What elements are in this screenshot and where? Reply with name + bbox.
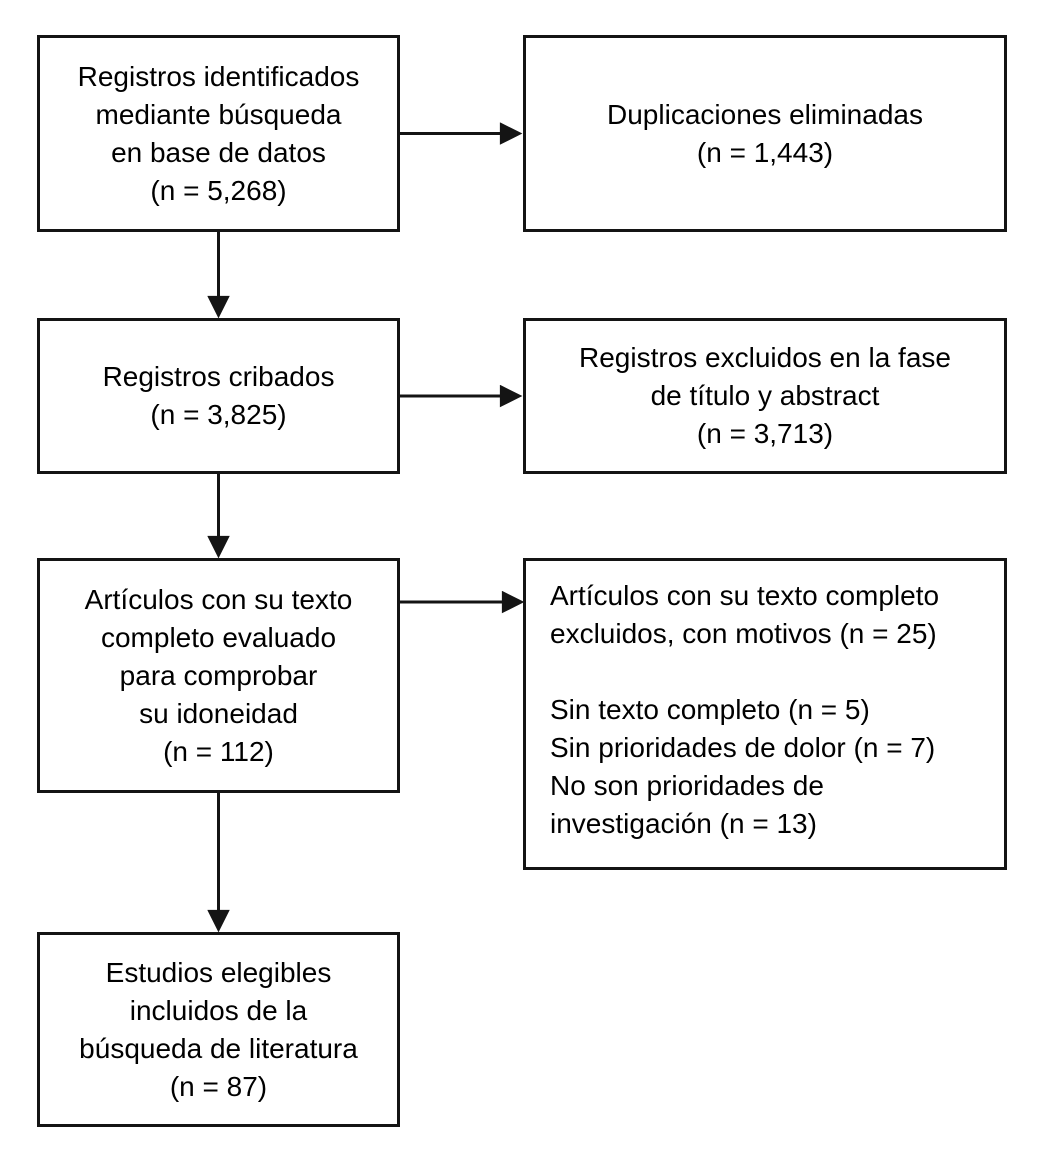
node-duplicates-removed: Duplicaciones eliminadas (n = 1,443) [523,35,1007,232]
node-records-identified-text: Registros identificados mediante búsqued… [77,60,360,206]
node-studies-included-text: Estudios elegibles incluidos de la búsqu… [79,956,358,1102]
node-fulltext-assessed: Artículos con su texto completo evaluado… [37,558,400,793]
node-records-screened-text: Registros cribados (n = 3,825) [102,361,335,430]
node-records-identified: Registros identificados mediante búsqued… [37,35,400,232]
node-excluded-title-abstract-text: Registros excluidos en la fase de título… [579,342,951,449]
node-excluded-title-abstract: Registros excluidos en la fase de título… [523,318,1007,474]
node-fulltext-excluded: Artículos con su texto completo excluido… [523,558,1007,870]
node-fulltext-excluded-text: Artículos con su texto completo excluido… [550,580,940,839]
node-fulltext-assessed-text: Artículos con su texto completo evaluado… [84,583,353,767]
node-studies-included: Estudios elegibles incluidos de la búsqu… [37,932,400,1127]
node-records-screened: Registros cribados (n = 3,825) [37,318,400,474]
node-duplicates-removed-text: Duplicaciones eliminadas (n = 1,443) [607,98,923,168]
